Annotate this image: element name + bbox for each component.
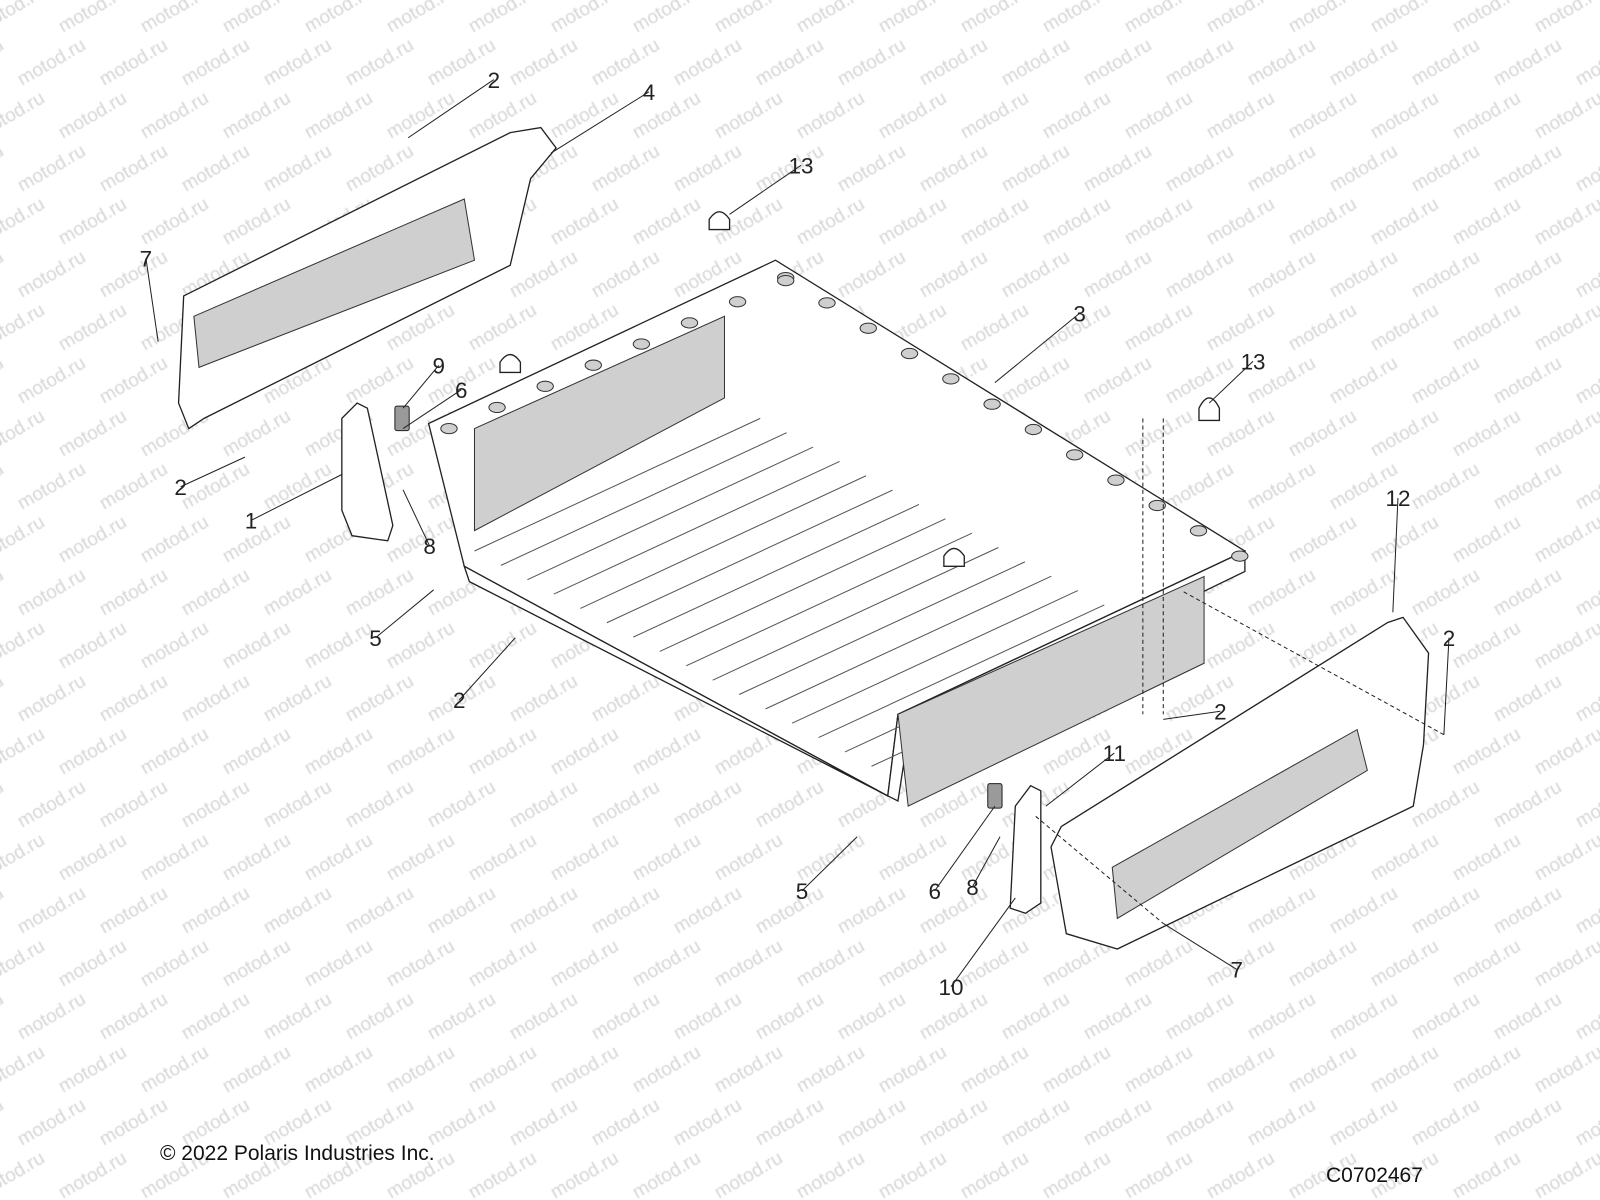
callout-6: 6 — [455, 378, 467, 403]
callout-12: 12 — [1385, 486, 1410, 511]
bed-rib — [686, 532, 973, 667]
bed-rib — [818, 604, 1105, 739]
tie-down-4 — [943, 547, 965, 567]
bed-rib — [765, 575, 1052, 710]
bed-rail-bump — [536, 380, 554, 392]
bed-rib — [659, 518, 946, 652]
bed-rail-bump — [680, 317, 699, 329]
latch-right — [987, 783, 1003, 809]
bed-rail-bump — [488, 401, 506, 414]
leader-line — [1443, 637, 1450, 735]
leader-line — [972, 836, 1001, 887]
cargo-bed — [427, 259, 1249, 807]
callout-5: 5 — [796, 879, 808, 904]
bed-rail-bump — [900, 347, 919, 360]
bed-rib — [527, 446, 814, 581]
leader-line — [729, 164, 802, 215]
callout-7: 7 — [1230, 958, 1242, 983]
bed-rail-bump — [1189, 525, 1208, 537]
callout-2: 2 — [174, 475, 186, 500]
leader-line — [458, 637, 516, 701]
leader-line — [250, 474, 343, 521]
bed-rail-bump — [942, 373, 960, 385]
bed-rib — [500, 432, 787, 566]
bed-rail-bump — [859, 322, 877, 334]
leader-line — [1163, 710, 1221, 720]
tie-down-3 — [499, 353, 522, 374]
bed-rail-bump — [1066, 449, 1084, 461]
bed-rail-bump — [1107, 474, 1125, 486]
callout-2: 2 — [1443, 626, 1455, 651]
callout-2: 2 — [1214, 699, 1226, 724]
leader-line — [407, 79, 495, 139]
callout-2: 2 — [453, 688, 465, 713]
bed-rib — [606, 489, 893, 624]
callout-8: 8 — [423, 534, 435, 559]
bed-rail-bump — [584, 359, 602, 371]
bracket-left — [341, 402, 394, 542]
bracket-right — [1009, 784, 1042, 914]
leader-line — [375, 589, 434, 639]
leader-line — [934, 805, 996, 892]
callout-11: 11 — [1103, 741, 1126, 766]
bed-rail-bump — [818, 297, 836, 309]
leader-line — [180, 456, 246, 488]
leader-lines — [145, 79, 1450, 988]
leader-line — [950, 897, 1016, 988]
bed-rail-bump — [728, 296, 747, 308]
tie-down-2 — [1198, 397, 1221, 422]
callout-6: 6 — [928, 879, 940, 904]
left-side-panel — [177, 126, 557, 430]
bed-side-supports — [897, 575, 1205, 807]
leader-line — [1045, 752, 1115, 807]
drawing-number: C0702467 — [1326, 1164, 1423, 1187]
bed-rail-bump — [983, 398, 1001, 410]
leader-line — [994, 312, 1080, 384]
leader-line — [1392, 497, 1399, 613]
callout-7: 7 — [140, 246, 152, 271]
leader-line — [801, 836, 858, 892]
bed-rail-bump — [1231, 550, 1249, 562]
bed-rib — [474, 417, 761, 552]
callout-1: 1 — [245, 509, 257, 534]
callout-13: 13 — [1241, 349, 1266, 374]
callout-10: 10 — [939, 975, 964, 1000]
leader-line — [402, 489, 431, 547]
leader-line — [145, 258, 159, 342]
leader-line — [550, 91, 650, 154]
tie-down-1 — [708, 211, 731, 231]
bed-rib — [791, 590, 1079, 724]
bed-rail-bump — [1024, 423, 1043, 436]
leader-line — [402, 364, 440, 409]
right-side-panel — [1050, 616, 1430, 950]
bed-rib — [553, 460, 840, 595]
bed-rib — [738, 561, 1026, 695]
bed-rib — [580, 475, 867, 609]
leader-line — [1208, 360, 1254, 404]
callout-5: 5 — [369, 626, 381, 651]
callout-2: 2 — [488, 68, 500, 93]
callout-9: 9 — [433, 353, 445, 378]
latch-left — [394, 405, 410, 432]
callout-8: 8 — [966, 875, 978, 900]
callout-4: 4 — [643, 80, 655, 105]
bed-rail-bump — [632, 338, 651, 350]
bed-rail-bump — [1148, 499, 1166, 512]
callout-13: 13 — [789, 153, 814, 178]
bed-rib — [712, 547, 999, 681]
leader-line — [1162, 923, 1238, 970]
bed-rib — [633, 504, 920, 638]
leader-line — [402, 389, 462, 429]
copyright-text: © 2022 Polaris Industries Inc. — [160, 1142, 435, 1165]
bed-rail-bump — [440, 422, 458, 435]
bed-rail-bump — [777, 275, 795, 287]
callout-3: 3 — [1073, 301, 1085, 326]
